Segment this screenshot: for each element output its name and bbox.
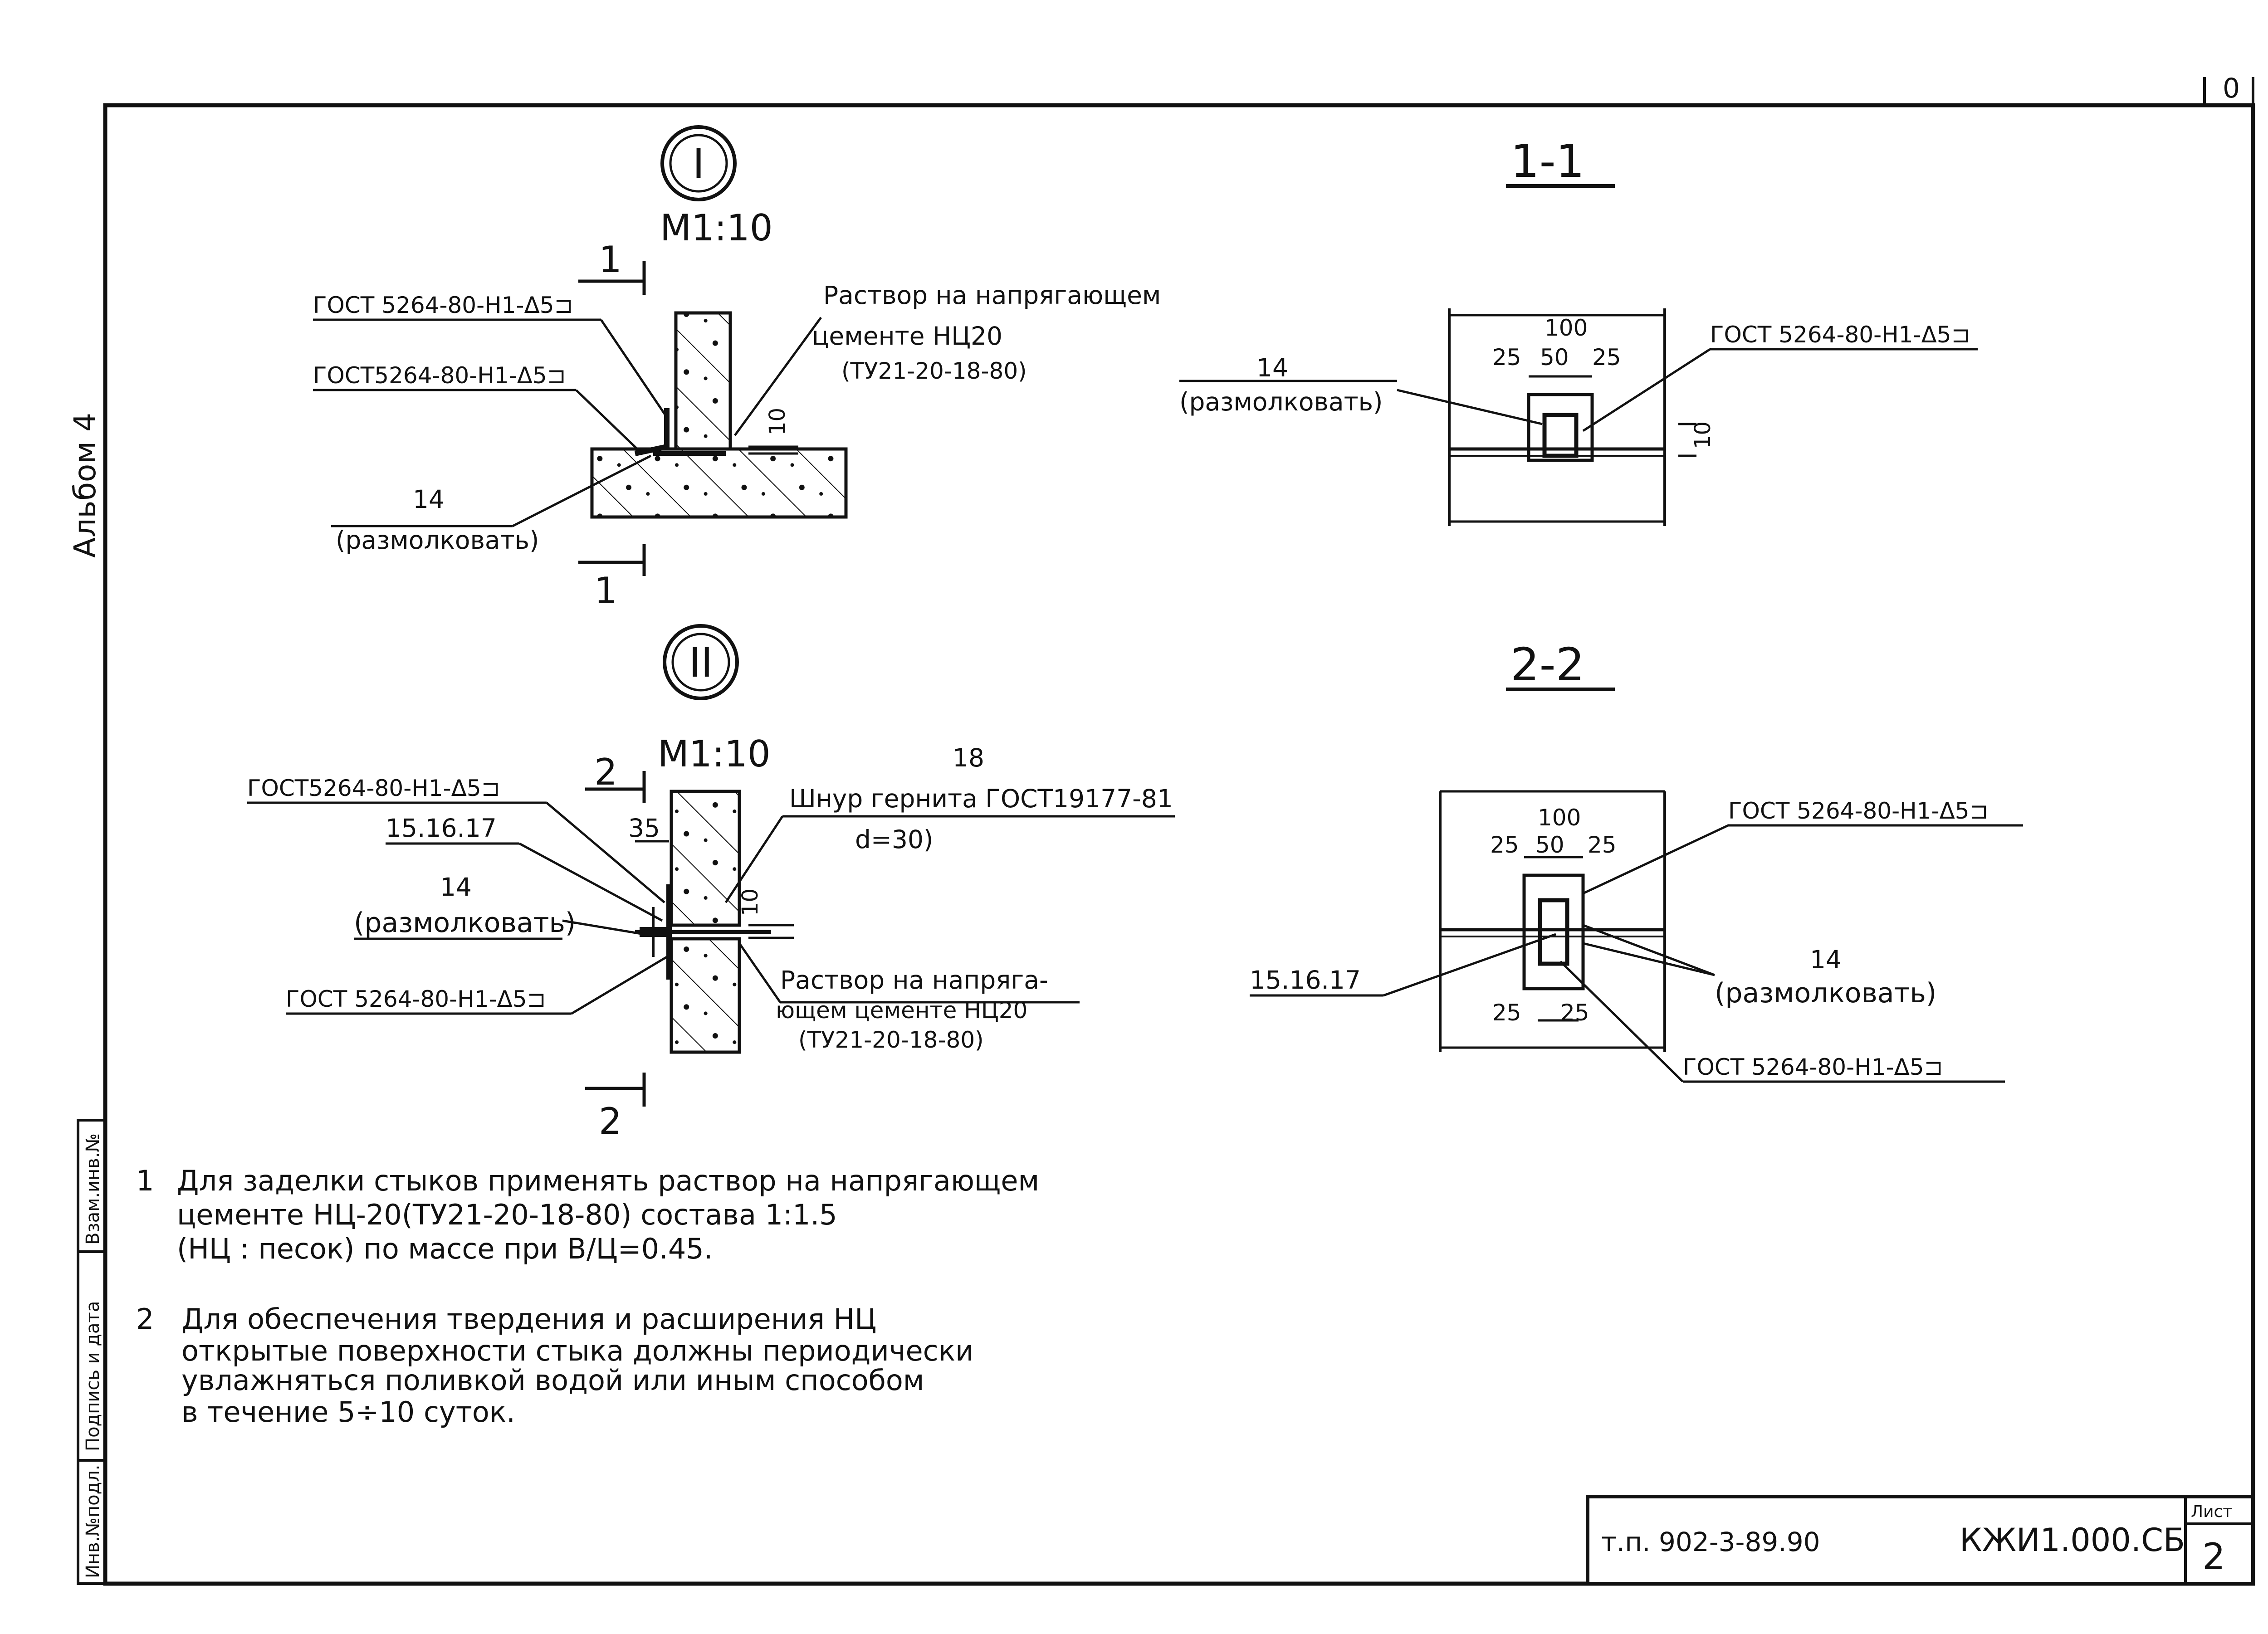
section-2-2-width: 100 — [1538, 805, 1581, 831]
node-2: II М1:10 2 2 ГОСТ5264-80-Н1-Δ5⊐ 15.16.17… — [247, 624, 1175, 1142]
node-2-item-no: 14 — [440, 873, 472, 902]
section-1-1-d25a: 25 — [1492, 344, 1521, 371]
sheet-frame: 0 — [103, 73, 2255, 1586]
section-2-2-item-no: 14 — [1810, 945, 1842, 974]
section-1-1-width: 100 — [1545, 315, 1588, 341]
node-1-label: I — [693, 140, 705, 188]
section-1-1-plate — [1527, 393, 1594, 462]
section-2-2-weld-bottom: ГОСТ 5264-80-Н1-Δ5⊐ — [1683, 1054, 1943, 1080]
node-2-mortar-3: (ТУ21-20-18-80) — [798, 1027, 984, 1053]
section-2-2-title: 2-2 — [1510, 638, 1584, 691]
sheet-number: 2 — [2202, 1536, 2225, 1578]
section-2-2-d25a: 25 — [1490, 832, 1519, 858]
node-2-scale: М1:10 — [658, 733, 771, 775]
section-2-2-items: 15.16.17 — [1250, 966, 1361, 995]
project-number: т.п. 902-3-89.90 — [1601, 1527, 1820, 1557]
section-1-1-title: 1-1 — [1510, 135, 1584, 188]
node-2-weld-bottom: ГОСТ 5264-80-Н1-Δ5⊐ — [286, 986, 546, 1012]
node-1-cut-bottom: 1 — [594, 570, 617, 612]
section-2-2-item-note: (размолковать) — [1715, 977, 1936, 1009]
node-1-item-no: 14 — [413, 485, 445, 514]
section-2-2-weld-top: ГОСТ 5264-80-Н1-Δ5⊐ — [1728, 798, 1989, 824]
section-2-2-plate — [1522, 873, 1585, 990]
note-1-num: 1 — [136, 1164, 154, 1197]
node-2-dim35: 35 — [628, 814, 660, 843]
node-1-marker — [660, 125, 737, 201]
section-1-1-d25b: 25 — [1592, 344, 1621, 371]
stamp-sign: Подпись и дата — [83, 1301, 103, 1451]
section-2-2-d50: 50 — [1535, 832, 1564, 858]
title-block: т.п. 902-3-89.90 КЖИ1.000.СБ Лист 2 — [1586, 1495, 2255, 1585]
node-2-cord-2: d=30) — [855, 825, 933, 854]
node-2-cord-1: Шнур гернита ГОСТ19177-81 — [789, 784, 1173, 813]
node-1: I М1:10 1 1 ГОСТ 5264-80-Н1-Δ5⊐ ГОСТ5264… — [313, 125, 1161, 612]
section-2-2: 2-2 100 25 50 25 ГОСТ 5264-80-Н1-Δ5⊐ 15.… — [1250, 638, 2023, 1083]
node-1-slab — [590, 447, 848, 519]
node-1-scale: М1:10 — [660, 207, 773, 249]
node-1-wall — [674, 311, 732, 451]
section-1-1-d50: 50 — [1540, 344, 1569, 371]
section-1-1: 1-1 100 25 50 25 ГОСТ 5264-80-Н1-Δ5⊐ 14 … — [1179, 135, 1978, 526]
section-2-2-d25b: 25 — [1588, 832, 1617, 858]
node-2-lower-wall — [670, 937, 741, 1054]
note-1-line-3: (НЦ : песок) по массе при В/Ц=0.45. — [177, 1232, 713, 1265]
album-label: Альбом 4 — [68, 413, 103, 558]
node-1-item-note: (размолковать) — [336, 526, 539, 555]
node-2-item-note: (размолковать) — [354, 907, 576, 939]
section-2-2-b25a: 25 — [1492, 1000, 1521, 1026]
stamp-inv: Инв.№подл. — [83, 1464, 103, 1578]
section-1-1-item-no: 14 — [1256, 353, 1288, 382]
section-1-1-item-note: (размолковать) — [1179, 387, 1383, 416]
note-1-line-2: цементе НЦ-20(ТУ21-20-18-80) состава 1:1… — [177, 1198, 837, 1231]
sheet-label: Лист — [2191, 1502, 2232, 1521]
note-2-num: 2 — [136, 1302, 154, 1336]
node-2-label: II — [689, 639, 713, 687]
node-2-weld-top: ГОСТ5264-80-Н1-Δ5⊐ — [247, 775, 500, 801]
node-2-mortar-2: ющем цементе НЦ20 — [776, 997, 1027, 1024]
node-2-upper-wall — [670, 790, 741, 927]
section-1-1-weld: ГОСТ 5264-80-Н1-Δ5⊐ — [1710, 322, 1970, 348]
node-1-dim: 10 — [765, 408, 790, 435]
note-1-line-1: Для заделки стыков применять раствор на … — [177, 1164, 1039, 1197]
note-2-line-3: увлажняться поливкой водой или иным спос… — [181, 1364, 924, 1397]
note-2-line-1: Для обеспечения твердения и расширения Н… — [181, 1302, 876, 1336]
node-2-marker — [663, 624, 739, 700]
section-1-1-dim: 10 — [1690, 421, 1716, 449]
node-1-mortar-1: Раствор на напрягающем — [823, 281, 1161, 310]
node-2-cord-no: 18 — [953, 743, 984, 772]
node-2-dim: 10 — [738, 888, 763, 916]
section-2-2-b25b: 25 — [1560, 1000, 1589, 1026]
node-1-mortar-2: цементе НЦ20 — [812, 322, 1002, 351]
node-1-weld-bottom: ГОСТ5264-80-Н1-Δ5⊐ — [313, 362, 566, 389]
stamp-replace: Взам.инв.№ — [83, 1133, 103, 1245]
node-2-cut-top: 2 — [594, 751, 617, 793]
node-2-mortar-1: Раствор на напряга- — [780, 966, 1048, 995]
drawing-code: КЖИ1.000.СБ — [1960, 1522, 2185, 1559]
side-stamp: Инв.№подл. Подпись и дата Взам.инв.№ — [77, 1119, 107, 1585]
corner-mark: 0 — [2223, 73, 2240, 104]
notes: 1 Для заделки стыков применять раствор н… — [136, 1164, 1039, 1429]
note-2-line-2: открытые поверхности стыка должны период… — [181, 1334, 973, 1367]
node-1-cut-top: 1 — [599, 239, 622, 281]
note-2-line-4: в течение 5÷10 суток. — [181, 1395, 515, 1429]
node-1-weld-top: ГОСТ 5264-80-Н1-Δ5⊐ — [313, 292, 573, 318]
node-1-mortar-3: (ТУ21-20-18-80) — [841, 358, 1027, 384]
node-2-cut-bottom: 2 — [599, 1100, 622, 1142]
node-2-items: 15.16.17 — [386, 814, 497, 843]
